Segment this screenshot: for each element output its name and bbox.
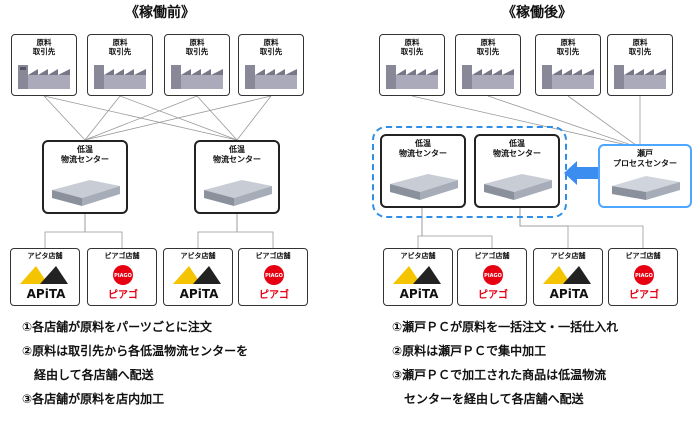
process-center-building-icon	[612, 176, 680, 200]
arrow-left-icon	[564, 161, 598, 185]
supplier-label: 原料 取引先	[400, 38, 424, 56]
factory-icon	[614, 65, 666, 89]
before-supplier-2: 原料 取引先	[87, 34, 153, 96]
before-store-apita-2: アピタ店舗 APiTA	[163, 248, 233, 306]
before-note-1: ①各店舗が原料をパーツごとに注文	[22, 320, 212, 334]
before-supplier-3: 原料 取引先	[164, 34, 230, 96]
svg-text:APiTA: APiTA	[550, 287, 589, 301]
supplier-label: 原料 取引先	[628, 38, 652, 56]
svg-text:PIAGO: PIAGO	[635, 273, 653, 279]
after-heading: 《稼働後》	[502, 5, 572, 21]
after-store-piago-2: ピアゴ店舗 PIAGO ピアゴ	[608, 248, 678, 306]
after-center-2: 低温 物流センター	[474, 134, 560, 208]
apita-logo-icon: APiTA	[393, 266, 441, 301]
center-label: 低温 物流センター	[213, 145, 261, 164]
after-store-apita-2: アピタ店舗 APiTA	[533, 248, 603, 306]
store-label: ピアゴ店舗	[474, 252, 510, 260]
piago-logo-icon: PIAGO ピアゴ	[478, 265, 508, 301]
after-supplier-3: 原料 取引先	[535, 34, 601, 96]
supplier-label: 原料 取引先	[259, 38, 283, 56]
before-store-piago-1: ピアゴ店舗 PIAGO ピアゴ	[87, 248, 157, 306]
factory-icon	[171, 65, 223, 89]
after-supplier-2: 原料 取引先	[455, 34, 521, 96]
before-note-4: ③各店舗が原料を店内加工	[22, 392, 165, 406]
center-label: 低温 物流センター	[399, 139, 447, 158]
apita-logo-icon: APiTA	[543, 266, 591, 301]
piago-logo-icon: PIAGO ピアゴ	[108, 265, 138, 301]
factory-icon	[94, 65, 146, 89]
svg-text:ピアゴ: ピアゴ	[108, 288, 138, 301]
svg-text:APiTA: APiTA	[400, 287, 439, 301]
before-heading: 《稼働前》	[125, 5, 195, 21]
before-supplier-1: 原料 取引先	[11, 34, 77, 96]
before-center-1: 低温 物流センター	[42, 140, 128, 214]
svg-text:APiTA: APiTA	[27, 287, 66, 301]
after-note-2: ②原料は瀬戸ＰＣで集中加工	[392, 344, 547, 358]
factory-icon	[386, 65, 438, 89]
store-label: アピタ店舗	[400, 252, 436, 260]
warehouse-icon	[484, 174, 552, 200]
after-note-4: センターを経由して各店舗へ配送	[392, 392, 584, 406]
apita-logo-icon: APiTA	[20, 266, 68, 301]
supplier-label: 原料 取引先	[476, 38, 500, 56]
seto-process-center: 瀬戸 プロセスセンター	[598, 144, 692, 208]
before-note-2: ②原料は取引先から各低温物流センターを	[22, 344, 249, 358]
before-supplier-4: 原料 取引先	[238, 34, 304, 96]
before-store-apita-1: アピタ店舗 APiTA	[10, 248, 80, 306]
piago-logo-icon: PIAGO ピアゴ	[629, 265, 659, 301]
warehouse-icon	[204, 180, 272, 206]
svg-text:PIAGO: PIAGO	[484, 273, 502, 279]
before-center-2: 低温 物流センター	[194, 140, 280, 214]
svg-text:ピアゴ: ピアゴ	[478, 288, 508, 301]
svg-text:ピアゴ: ピアゴ	[259, 288, 289, 301]
after-store-apita-1: アピタ店舗 APiTA	[383, 248, 453, 306]
supplier-label: 原料 取引先	[108, 38, 132, 56]
after-center-1: 低温 物流センター	[380, 134, 466, 208]
svg-text:PIAGO: PIAGO	[265, 273, 283, 279]
store-label: アピタ店舗	[550, 252, 586, 260]
svg-text:APiTA: APiTA	[180, 287, 219, 301]
factory-icon	[462, 65, 514, 89]
svg-text:ピアゴ: ピアゴ	[629, 288, 659, 301]
after-supplier-1: 原料 取引先	[379, 34, 445, 96]
after-supplier-4: 原料 取引先	[607, 34, 673, 96]
store-label: ピアゴ店舗	[255, 252, 291, 260]
after-store-piago-1: ピアゴ店舗 PIAGO ピアゴ	[457, 248, 527, 306]
store-label: ピアゴ店舗	[625, 252, 661, 260]
factory-icon	[245, 65, 297, 89]
svg-text:PIAGO: PIAGO	[114, 273, 132, 279]
after-note-3: ③瀬戸ＰＣで加工された商品は低温物流	[392, 368, 607, 382]
store-label: アピタ店舗	[27, 252, 63, 260]
warehouse-icon	[390, 174, 458, 200]
warehouse-icon	[52, 180, 120, 206]
supplier-label: 原料 取引先	[185, 38, 209, 56]
center-label: 低温 物流センター	[493, 139, 541, 158]
factory-icon	[18, 65, 70, 89]
store-label: ピアゴ店舗	[104, 252, 140, 260]
store-label: アピタ店舗	[180, 252, 216, 260]
process-center-label: 瀬戸 プロセスセンター	[613, 149, 677, 168]
factory-icon	[542, 65, 594, 89]
after-note-1: ①瀬戸ＰＣが原料を一括注文・一括仕入れ	[392, 320, 619, 334]
apita-logo-icon: APiTA	[173, 266, 221, 301]
before-note-3: 経由して各店舗へ配送	[22, 368, 154, 382]
piago-logo-icon: PIAGO ピアゴ	[259, 265, 289, 301]
center-label: 低温 物流センター	[61, 145, 109, 164]
supplier-label: 原料 取引先	[556, 38, 580, 56]
before-store-piago-2: ピアゴ店舗 PIAGO ピアゴ	[238, 248, 308, 306]
supplier-label: 原料 取引先	[32, 38, 56, 56]
